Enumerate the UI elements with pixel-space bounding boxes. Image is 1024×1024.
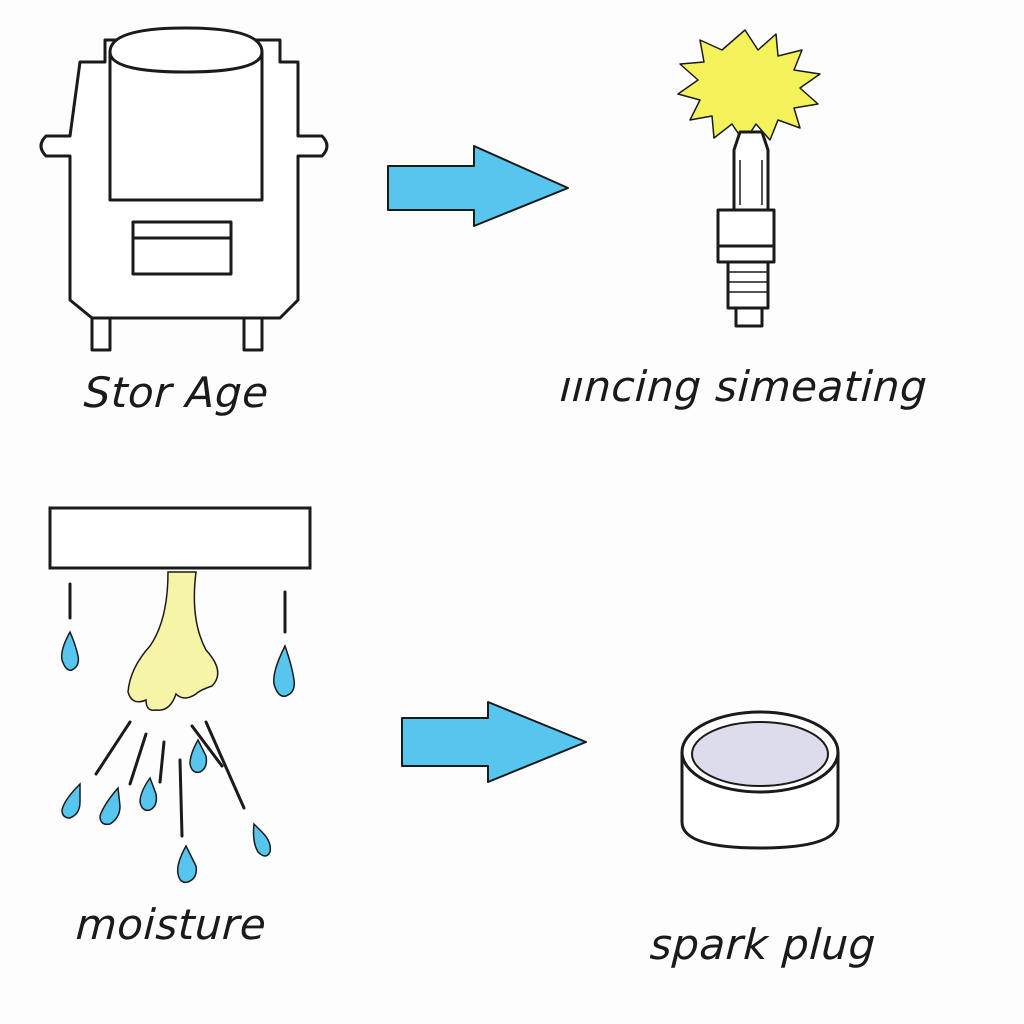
water-droplet-icon [272,644,296,697]
storage-label: Stor Age [82,368,270,417]
water-droplet-icon [99,786,121,826]
cup-icon [680,710,840,850]
moisture-label: moisture [74,900,268,949]
arrow-right-icon [387,145,569,227]
water-droplet-icon [60,630,80,672]
water-droplet-icon [139,776,158,812]
water-droplet-icon [61,782,81,819]
fuel-tank-icon [39,26,329,352]
water-droplet-icon [189,738,208,774]
spark-burst-icon [677,29,821,143]
water-droplet-icon [252,822,272,857]
incing-label: ııncing simeating [558,362,929,411]
dripping-shelf-icon [48,506,312,884]
spark-plug-icon [716,130,776,328]
water-droplet-icon [176,844,198,884]
arrow-right-icon [401,701,587,783]
spark-plug-label: spark plug [648,920,878,969]
